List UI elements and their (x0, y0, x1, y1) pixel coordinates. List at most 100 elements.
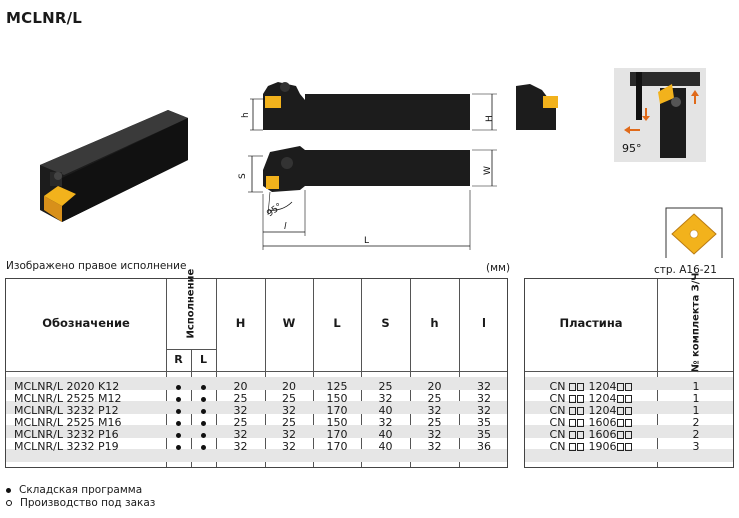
execution-r-cell (166, 405, 191, 416)
value-cell-H: 25 (233, 416, 248, 429)
insert-code-cell: CN 1606 (525, 417, 657, 428)
kit-cell: 3 (692, 440, 700, 453)
value-cell-S: 32 (378, 416, 393, 429)
filled-dot-icon (176, 444, 181, 450)
legend-order: Производство под заказ (6, 497, 155, 509)
placeholder-box-icon (616, 419, 624, 427)
insert-prefix: CN (549, 428, 566, 441)
designation-cell: MCLNR/L 3232 P19 (14, 440, 119, 453)
approach-angle-illustration: 95° (614, 68, 706, 162)
filled-dot-icon (176, 408, 181, 414)
value-cell-L: 150 (326, 392, 348, 405)
value-cell-l: 35 (477, 428, 491, 441)
execution-r-cell (166, 417, 191, 428)
placeholder-box-icon (569, 395, 577, 403)
value-cell-l: 36 (477, 440, 491, 453)
execution-l-cell (191, 441, 216, 452)
insert-size: 1606 (588, 428, 617, 441)
placeholder-box-icon (569, 443, 577, 451)
kit-cell: 1 (692, 392, 700, 405)
holder-3d-image (40, 110, 188, 222)
insert-size: 1606 (588, 416, 617, 429)
placeholder-box-icon (616, 431, 624, 439)
value-cell-H: 25 (233, 392, 248, 405)
header-W: W (282, 316, 296, 330)
end-view-drawing (516, 84, 558, 130)
insert-prefix: CN (549, 404, 566, 417)
value-cell-H: 32 (233, 428, 248, 441)
designation-cell: MCLNR/L 3232 P12 (14, 404, 119, 417)
insert-size: 1906 (588, 440, 617, 453)
execution-l-cell (191, 393, 216, 404)
dim-L-label: L (364, 236, 369, 246)
placeholder-box-icon (624, 383, 632, 391)
value-cell-l: 32 (477, 404, 491, 417)
insert-row: CN 1906 3 (525, 441, 733, 452)
execution-r-cell (166, 393, 191, 404)
value-cell-S: 40 (378, 428, 393, 441)
value-cell-h: 20 (427, 380, 442, 393)
insert-code-cell: CN 1606 (525, 429, 657, 440)
insert-code-cell: CN 1906 (525, 441, 657, 452)
placeholder-box-icon (577, 431, 585, 439)
designation-cell: MCLNR/L 2525 M16 (14, 416, 122, 429)
value-cell-h: 25 (427, 416, 442, 429)
placeholder-box-icon (624, 443, 632, 451)
value-cell-W: 25 (282, 416, 296, 429)
value-cell-l: 35 (477, 416, 491, 429)
value-cell-l: 32 (477, 380, 491, 393)
header-execution: Исполнение (185, 268, 197, 339)
designation-cell: MCLNR/L 2525 M12 (14, 392, 122, 405)
filled-dot-icon (201, 408, 206, 414)
value-cell-S: 32 (378, 392, 393, 405)
header-L: L (199, 353, 207, 366)
value-cell-S: 25 (378, 380, 393, 393)
insert-row: CN 1606 2 (525, 429, 733, 440)
insert-code-cell: CN 1204 (525, 381, 657, 392)
placeholder-box-icon (616, 383, 624, 391)
placeholder-box-icon (569, 407, 577, 415)
placeholder-box-icon (569, 383, 577, 391)
tool-drawings: h H S W L l 95° 95° (40, 68, 723, 258)
insert-size: 1204 (588, 404, 617, 417)
kit-cell: 1 (692, 404, 700, 417)
value-cell-W: 32 (282, 404, 296, 417)
header-h: h (430, 316, 439, 330)
value-cell-W: 32 (282, 428, 296, 441)
kit-cell: 2 (692, 428, 700, 441)
header-Lcol: L (333, 316, 341, 330)
dimensions-table: Обозначение Исполнение R L H W L S h l M… (5, 268, 508, 468)
insert-prefix: CN (549, 440, 566, 453)
insert-code-cell: CN 1204 (525, 405, 657, 416)
dim-S-label: S (238, 173, 248, 179)
execution-l-cell (191, 405, 216, 416)
placeholder-box-icon (624, 431, 632, 439)
placeholder-box-icon (624, 395, 632, 403)
insert-size: 1204 (588, 380, 617, 393)
header-designation: Обозначение (42, 316, 130, 330)
placeholder-box-icon (624, 407, 632, 415)
designation-cell: MCLNR/L 2020 K12 (14, 380, 120, 393)
value-cell-S: 40 (378, 440, 393, 453)
filled-dot-icon (176, 396, 181, 402)
header-R: R (174, 353, 183, 366)
legend-order-label: Производство под заказ (20, 497, 156, 509)
dim-W-label: W (483, 166, 493, 175)
dim-angle-label: 95° (265, 202, 284, 219)
value-cell-W: 32 (282, 440, 296, 453)
filled-dot-icon (6, 487, 11, 493)
filled-dot-icon (201, 444, 206, 450)
insert-icon (665, 207, 723, 258)
value-cell-l: 32 (477, 392, 491, 405)
page-reference: стр. A16-21 (654, 264, 717, 276)
placeholder-box-icon (577, 419, 585, 427)
value-cell-W: 25 (282, 392, 296, 405)
insert-prefix: CN (549, 392, 566, 405)
insert-prefix: CN (549, 416, 566, 429)
